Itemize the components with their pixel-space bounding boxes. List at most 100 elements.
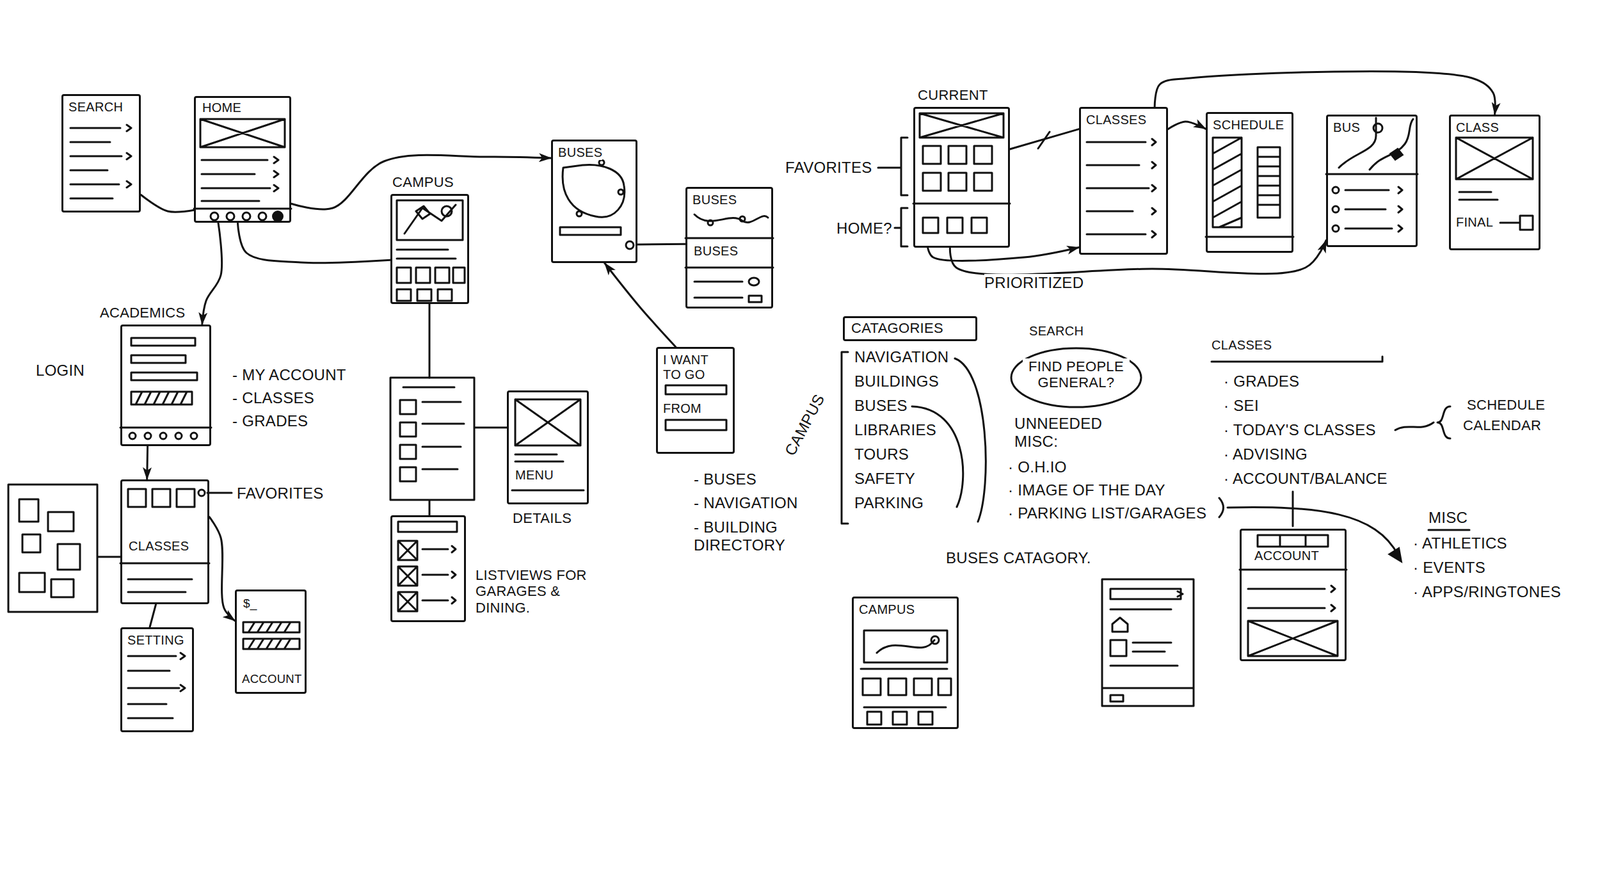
classes-list-marks xyxy=(1211,356,1451,527)
misc-arrowhead xyxy=(1388,547,1402,562)
note-label: LIBRARIES xyxy=(854,421,937,440)
note-label: - NAVIGATION xyxy=(693,494,799,512)
classes-screen: CLASSES xyxy=(120,479,210,605)
note-label: · PARKING LIST/GARAGES xyxy=(1008,504,1207,523)
screen-title: SEARCH xyxy=(68,99,123,115)
untitled-screen xyxy=(390,377,507,516)
screen-title: CAMPUS xyxy=(858,602,915,617)
screen-text: ACCOUNT xyxy=(1254,548,1320,564)
note-label: - GRADES xyxy=(232,412,308,431)
account-wireframe xyxy=(1239,535,1347,656)
note-label: PARKING xyxy=(854,494,924,512)
note-label: SAFETY xyxy=(854,469,916,488)
screen-text: FINAL xyxy=(1456,215,1494,230)
note-label: FAVORITES xyxy=(785,158,873,177)
note-label: BUSES CATAGORY. xyxy=(945,549,1092,568)
note-label: · APPS/RINGTONES xyxy=(1413,583,1561,601)
screen-text: I WANT TO GO xyxy=(663,352,730,383)
note-label: · IMAGE OF THE DAY xyxy=(1008,481,1166,500)
note-label: CAMPUS xyxy=(781,391,829,459)
details-wireframe xyxy=(512,399,584,491)
screen-heading: CAMPUS xyxy=(392,174,454,191)
flow-connector xyxy=(145,446,149,480)
listview-wireframe xyxy=(398,521,457,612)
academics-screen: ACADEMICS xyxy=(120,324,212,447)
account-wireframe xyxy=(243,622,300,649)
note-label: · GRADES xyxy=(1223,372,1300,391)
flow-connector xyxy=(949,240,1327,276)
note-label: - BUILDING DIRECTORY xyxy=(693,518,835,554)
flow-connector xyxy=(149,604,157,628)
bus-wireframe xyxy=(1326,117,1418,232)
screen-text: FROM xyxy=(663,401,702,416)
setting-screen: SETTING xyxy=(120,627,194,733)
screen-title: SETTING xyxy=(127,632,185,648)
bus-screen: BUS xyxy=(1326,114,1418,248)
note-label: - CLASSES xyxy=(232,389,315,408)
home-wireframe xyxy=(193,119,292,221)
untitled-screen xyxy=(1102,579,1194,706)
buses-map xyxy=(685,214,774,303)
note-label: LOGIN xyxy=(35,361,85,380)
search-heading: SEARCH xyxy=(1029,323,1084,339)
schedule-screen: SCHEDULE xyxy=(1205,112,1294,253)
classes-wireframe xyxy=(120,488,232,592)
screen-text: ACCOUNT xyxy=(241,672,303,686)
category-bracket xyxy=(841,352,986,524)
bus-marker xyxy=(1390,148,1403,160)
classes-wireframe xyxy=(1086,138,1156,238)
note-label: MISC xyxy=(1428,508,1468,527)
screen-title: CLASS xyxy=(1456,120,1499,136)
note-label: BUILDINGS xyxy=(854,372,939,391)
setting-wireframe xyxy=(128,652,185,719)
buses-map xyxy=(560,160,634,249)
note-label: UNNEEDED MISC: xyxy=(1014,414,1127,450)
account-screen: $_ ACCOUNT xyxy=(234,589,307,694)
flow-connector xyxy=(202,222,223,325)
flow-connector xyxy=(140,194,194,212)
screen-text: BUSES xyxy=(693,243,738,259)
flow-connector xyxy=(1168,121,1206,130)
search-text: FIND PEOPLE GENERAL? xyxy=(1022,358,1130,392)
screen-title: BUS xyxy=(1333,120,1360,136)
screen-heading: CURRENT xyxy=(917,87,989,104)
buses-screen: BUSES xyxy=(551,139,638,264)
flow-connector xyxy=(1009,129,1080,150)
class-wireframe xyxy=(1456,137,1533,230)
note-label: TOURS xyxy=(854,445,909,464)
untitled-screen xyxy=(8,484,121,612)
screen-text: $_ xyxy=(243,596,258,611)
search-bubble: SEARCHFIND PEOPLE GENERAL? xyxy=(1009,346,1143,409)
listview-screen: LISTVIEWS FOR GARAGES & DINING. xyxy=(390,515,466,623)
screen-heading: ACADEMICS xyxy=(99,304,186,321)
note-label: CLASSES xyxy=(1211,337,1272,353)
account-screen: ACCOUNT xyxy=(1239,528,1347,662)
note-label: SCHEDULE xyxy=(1466,396,1545,413)
screen-text: MENU xyxy=(515,467,554,483)
flow-connector xyxy=(237,222,391,264)
note-label: · ATHLETICS xyxy=(1413,534,1508,553)
campus-wireframe xyxy=(396,200,465,378)
details-screen: MENUDETAILS xyxy=(506,390,589,505)
note-label: · TODAY'S CLASSES xyxy=(1223,421,1376,440)
note-label: CALENDAR xyxy=(1463,417,1542,434)
flow-connector xyxy=(1154,71,1496,115)
home-screen: HOME xyxy=(193,96,292,223)
schedule-wireframe xyxy=(1205,137,1294,237)
screen-title: BUSES xyxy=(558,145,603,160)
note-label: · SEI xyxy=(1223,396,1259,415)
note-label: PRIORITIZED xyxy=(984,273,1084,292)
screen-title: SCHEDULE xyxy=(1212,117,1284,133)
bubble-ellipse xyxy=(1011,348,1142,408)
flow-connector xyxy=(291,154,552,210)
buses-screen: BUSESBUSES xyxy=(685,186,774,309)
category-title: CATAGORIES xyxy=(851,320,944,336)
screen-caption: DETAILS xyxy=(512,510,572,527)
search-wireframe xyxy=(70,124,132,199)
route-screen: I WANT TO GO FROM xyxy=(656,346,735,454)
flow-connector xyxy=(209,517,235,621)
screen-title: CLASSES xyxy=(1086,112,1147,128)
note-label: BUSES xyxy=(854,396,908,415)
current-wireframe xyxy=(878,113,1050,247)
classes-screen: CLASSES xyxy=(1079,106,1168,255)
